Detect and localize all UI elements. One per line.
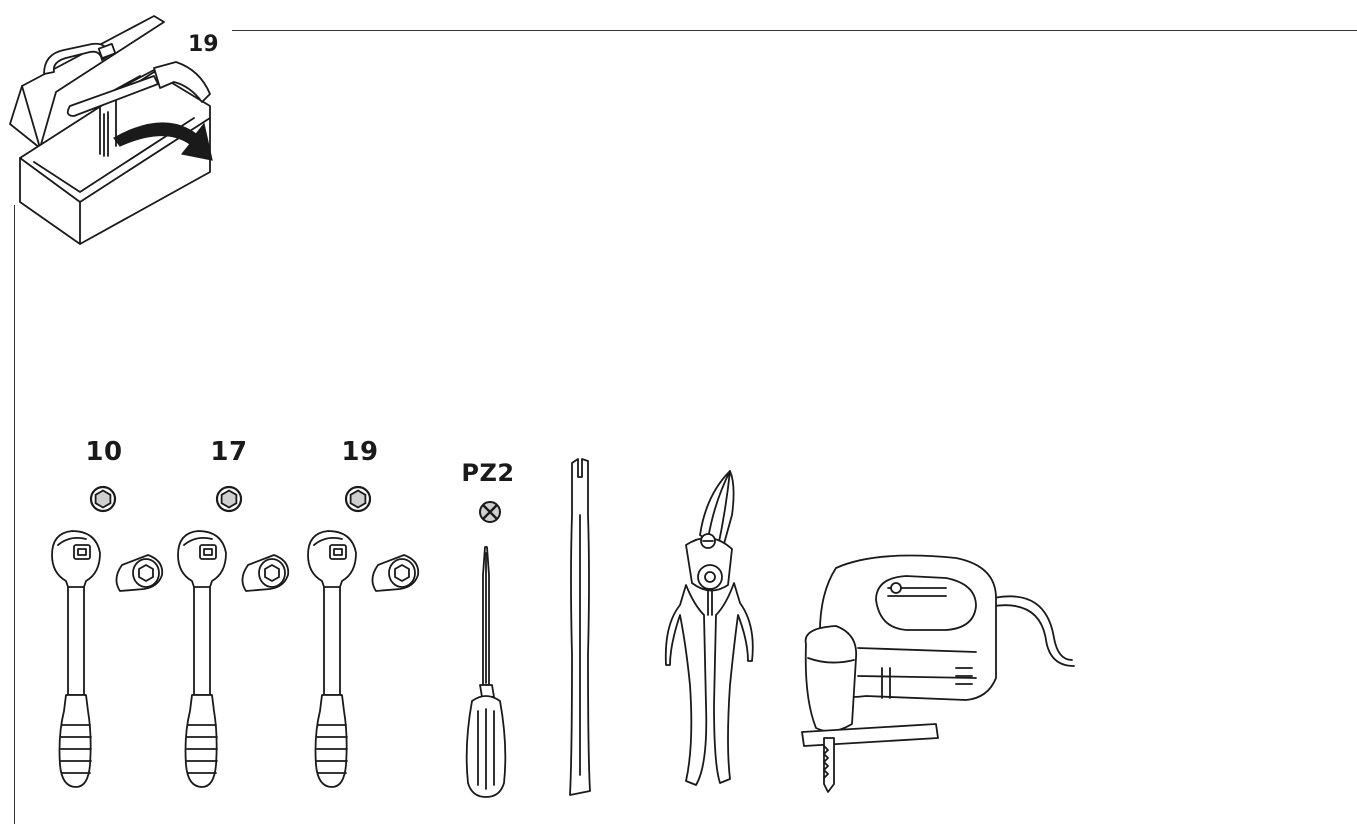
screwdriver-icon [456,545,516,800]
hex-nut-icon [214,484,244,514]
hex-nut-icon [88,484,118,514]
trim-removal-tool-icon [560,455,600,800]
socket-size-label: 10 [74,439,134,465]
ratchet-wrench-icon [40,525,170,795]
ratchet-wrench-icon [296,525,426,795]
bit-type-label: PZ2 [448,460,528,486]
pozidriv-icon [478,500,502,524]
jigsaw-icon [796,548,1082,793]
ratchet-wrench-icon [166,525,296,795]
hex-nut-icon [343,484,373,514]
toolbox-number: 19 [188,34,219,56]
socket-size-label: 17 [199,439,259,465]
socket-size-label: 19 [330,439,390,465]
tin-snips-icon [656,465,766,795]
